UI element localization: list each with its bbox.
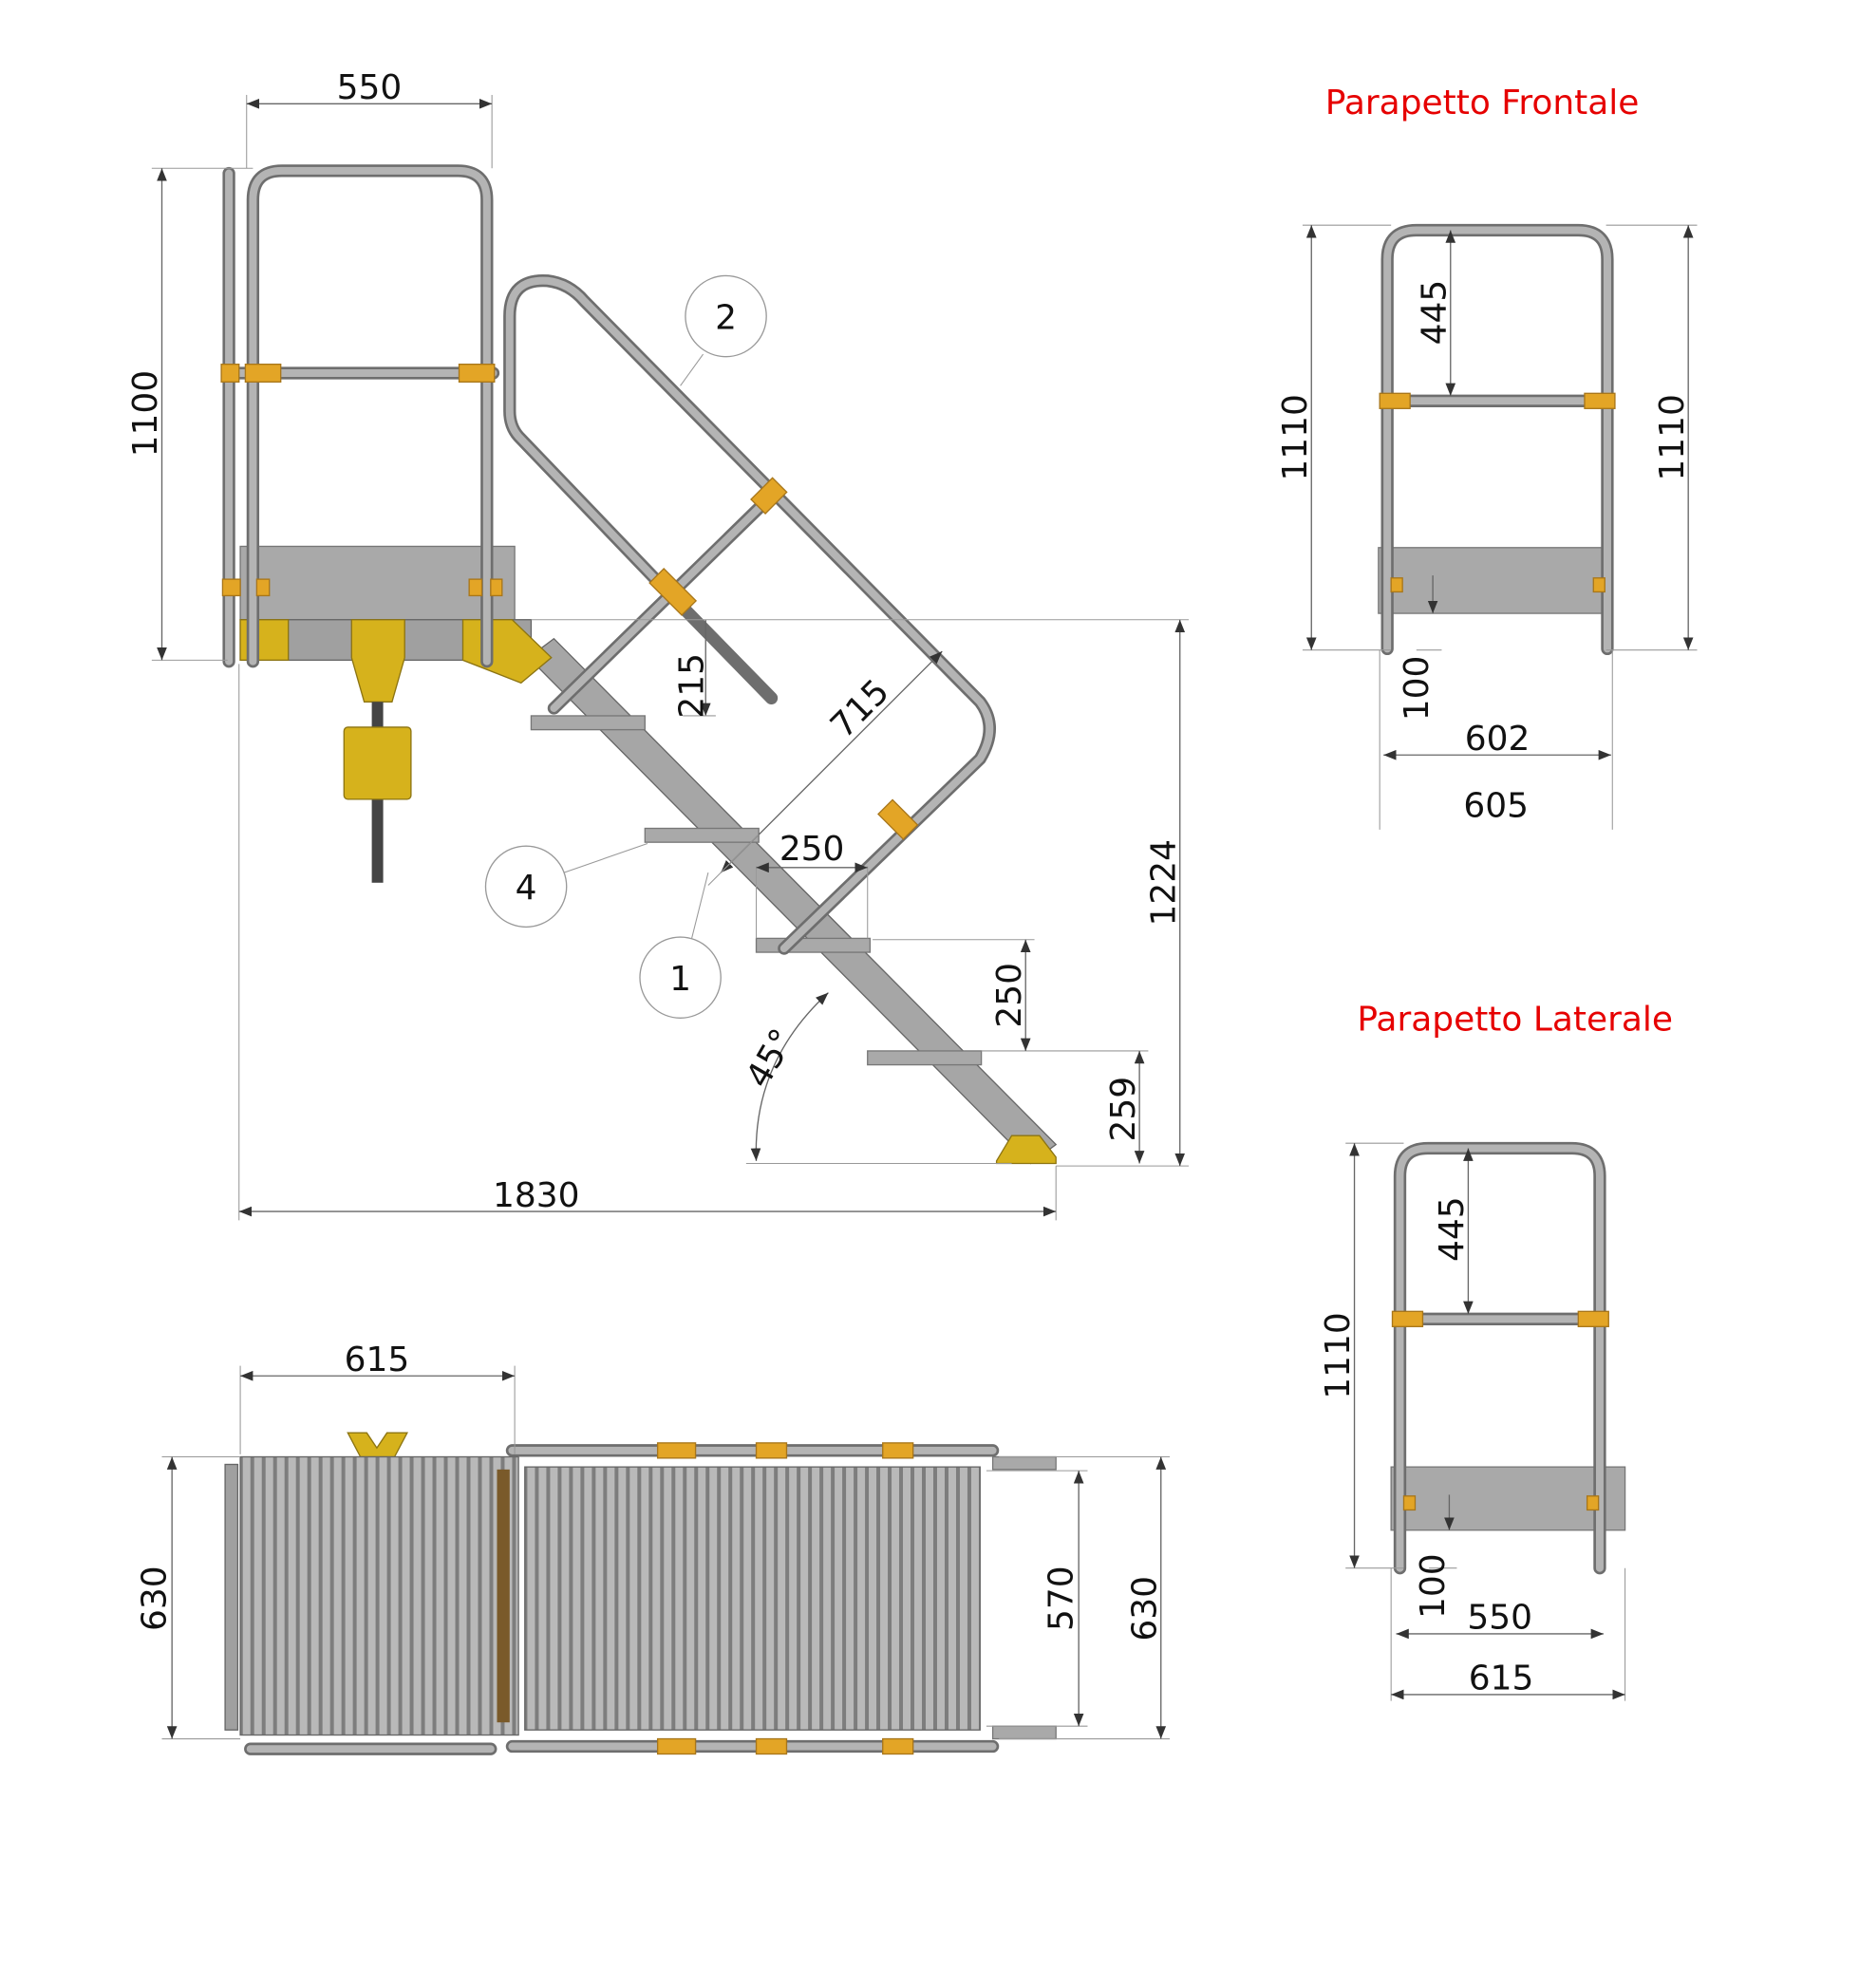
side-view: 550 1100 215 715 250 1224 250 259 45° 18…: [126, 68, 1190, 1221]
dim-630-right: 630: [1125, 1576, 1164, 1641]
dim-630-left: 630: [135, 1566, 174, 1631]
dim-1110-front-right: 1110: [1653, 394, 1692, 480]
platform-handrail: [220, 164, 503, 668]
svg-text:4: 4: [516, 869, 537, 908]
dim-250-depth: 250: [779, 830, 845, 869]
callout-4: 4: [484, 842, 648, 928]
front-rail-title: Parapetto Frontale: [1325, 84, 1640, 122]
dim-605: 605: [1463, 787, 1529, 826]
dim-570: 570: [1042, 1566, 1081, 1631]
dim-1224: 1224: [1144, 839, 1183, 926]
dim-615-side: 615: [1469, 1660, 1534, 1698]
platform-grating: [239, 1455, 519, 1736]
dim-215: 215: [673, 653, 712, 719]
dim-615: 615: [345, 1341, 410, 1379]
dim-550: 550: [337, 68, 403, 107]
dim-445-front: 445: [1415, 280, 1454, 346]
dim-259: 259: [1104, 1077, 1143, 1142]
dim-100-front: 100: [1398, 656, 1436, 722]
dim-715: 715: [823, 672, 897, 746]
side-rail-title: Parapetto Laterale: [1357, 1001, 1673, 1040]
dim-100-side: 100: [1414, 1553, 1453, 1619]
svg-text:1: 1: [669, 960, 691, 999]
callout-2: 2: [680, 274, 767, 386]
dim-602: 602: [1465, 720, 1530, 759]
dim-1110-side: 1110: [1319, 1312, 1358, 1399]
dim-1110-front-left: 1110: [1276, 394, 1315, 480]
top-view: 615 630 570 630: [135, 1341, 1171, 1755]
stair-grating: [524, 1466, 981, 1731]
stair-stringer: [527, 637, 1058, 1165]
support-bracket: [350, 619, 405, 703]
dim-445-side: 445: [1433, 1196, 1472, 1262]
dim-550-side: 550: [1467, 1599, 1532, 1638]
svg-text:2: 2: [715, 298, 737, 337]
stair-bracket: [461, 619, 553, 685]
callout-1: 1: [639, 872, 722, 1019]
dim-250-rise: 250: [990, 963, 1029, 1028]
base-plate: [343, 726, 412, 800]
front-rail-view: Parapetto Frontale 445 1110 1110 100 602…: [1276, 84, 1698, 830]
side-rail-view: Parapetto Laterale 445 1110 100 550 615: [1319, 1001, 1673, 1701]
dim-1100: 1100: [126, 370, 165, 457]
dim-1830: 1830: [493, 1176, 580, 1215]
